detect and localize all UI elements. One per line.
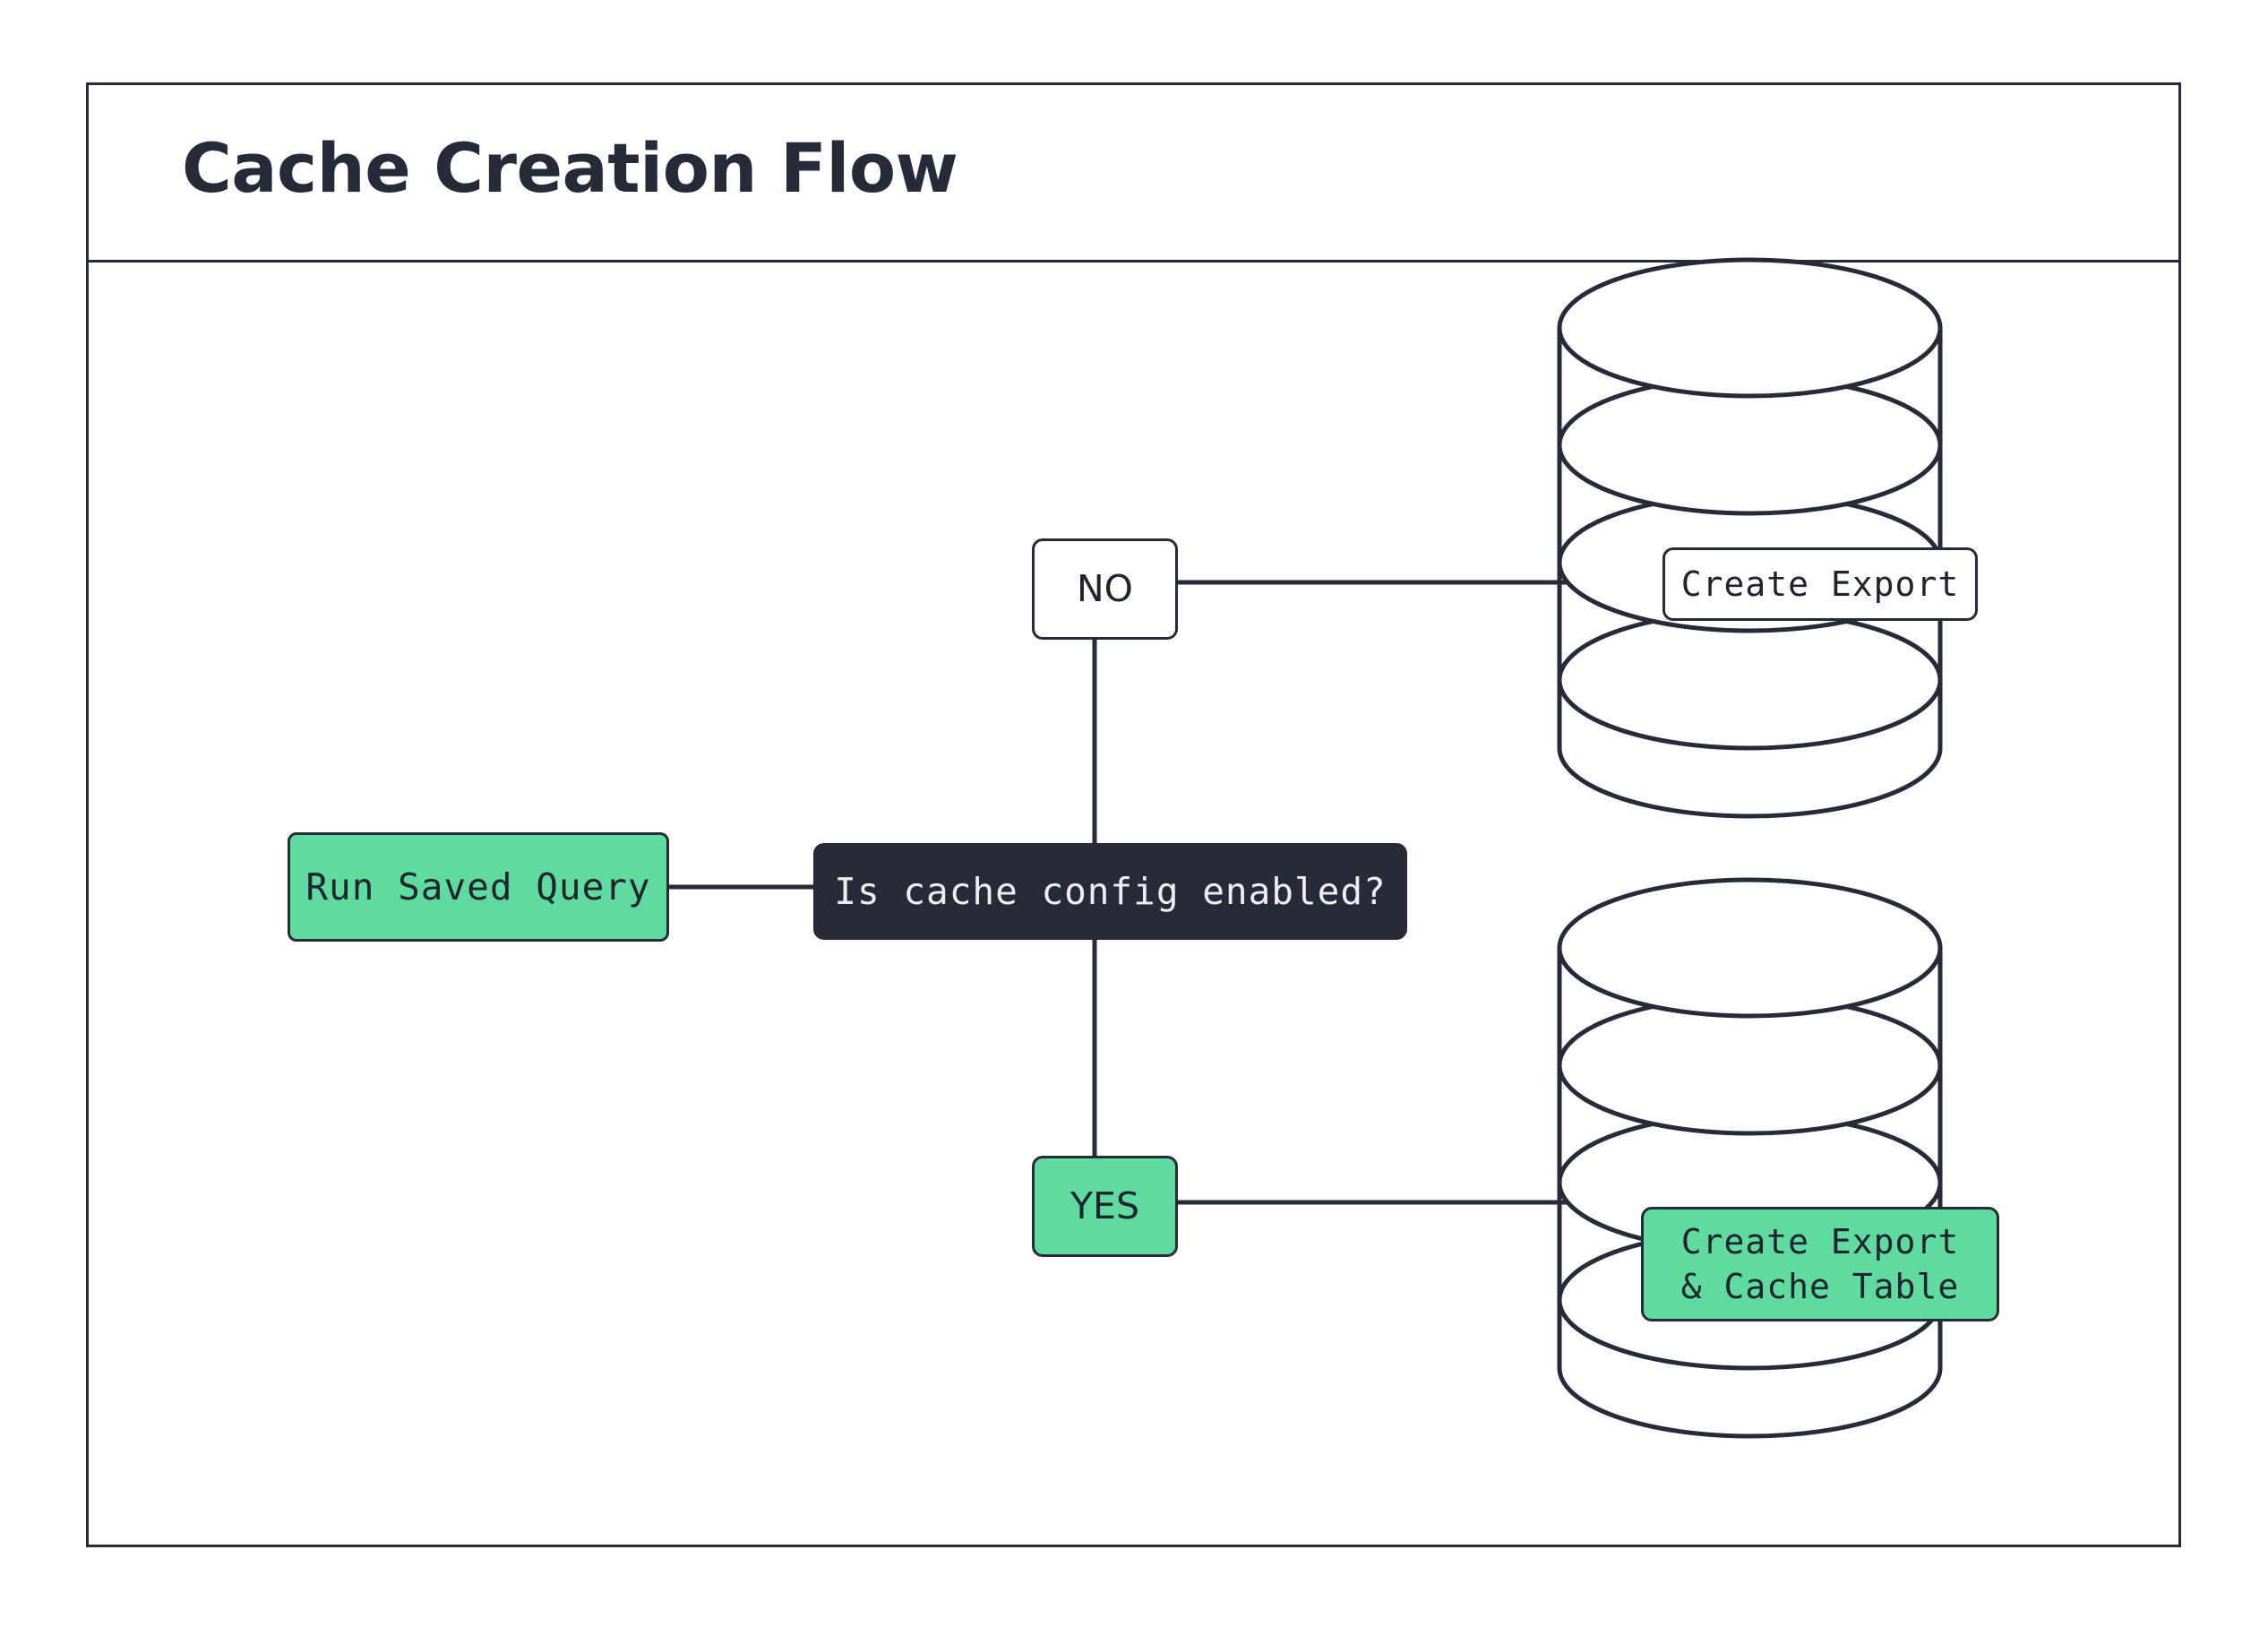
flowchart-svg — [668, 257, 1943, 1439]
page-title: Cache Creation Flow — [182, 128, 958, 208]
database-cylinder-bottom — [1557, 877, 1943, 1439]
db-disc-1 — [1557, 877, 1943, 1019]
diagram-frame: Cache Creation Flow — [86, 82, 2181, 1547]
diagram-header: Cache Creation Flow — [89, 85, 2178, 263]
node-label-line-1: Create Export — [1680, 1221, 1960, 1261]
node-branch-no[interactable]: NO — [1032, 538, 1178, 640]
db-disc-1 — [1557, 257, 1943, 399]
node-create-export-label[interactable]: Create Export — [1662, 547, 1978, 621]
database-cylinder-top — [1557, 257, 1943, 819]
node-create-export-and-cache-table-label[interactable]: Create Export & Cache Table — [1641, 1207, 1999, 1321]
node-branch-yes[interactable]: YES — [1032, 1156, 1178, 1257]
node-run-saved-query[interactable]: Run Saved Query — [288, 832, 669, 942]
flowchart-body: Run Saved Query Is cache config enabled?… — [89, 85, 2184, 1550]
node-label-line-2: & Cache Table — [1680, 1267, 1960, 1306]
node-decision-is-cache-config-enabled[interactable]: Is cache config enabled? — [813, 843, 1407, 940]
